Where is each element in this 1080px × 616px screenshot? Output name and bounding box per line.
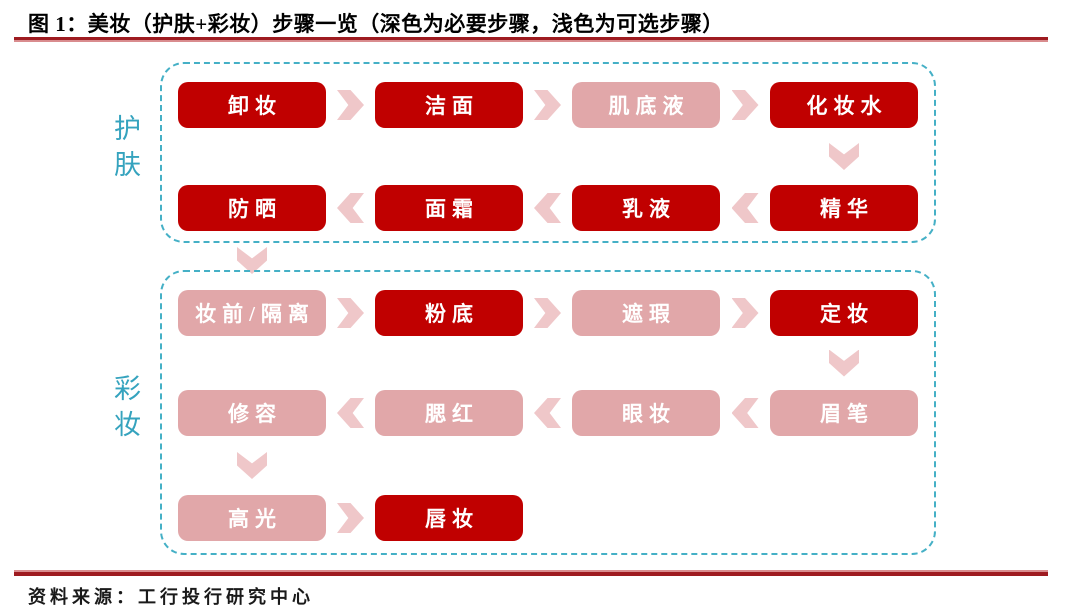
skincare-grid: 卸妆 洁面 肌底液 化妆水 防晒 面霜 乳液 精华 [178, 82, 934, 231]
arrow-left-icon [731, 398, 759, 428]
arrow-left-icon [337, 193, 364, 223]
arrow-right-icon [534, 298, 561, 328]
step-box: 眉笔 [770, 390, 918, 436]
step-box: 精华 [770, 185, 918, 231]
arrow-left-icon [534, 193, 561, 223]
source-text: 资料来源：工行投行研究中心 [28, 587, 314, 607]
step-box: 化妆水 [770, 82, 918, 128]
arrow-right-icon [731, 90, 759, 120]
step-box: 定妆 [770, 290, 918, 336]
step-box: 高光 [178, 495, 326, 541]
skincare-frame: 卸妆 洁面 肌底液 化妆水 防晒 面霜 乳液 精华 [160, 62, 936, 243]
arrow-left-icon [731, 193, 759, 223]
step-box: 卸妆 [178, 82, 326, 128]
figure-title: 图 1：美妆（护肤+彩妆）步骤一览（深色为必要步骤，浅色为可选步骤） [28, 12, 724, 36]
step-box: 乳液 [572, 185, 720, 231]
source-divider-dark-line [14, 572, 1048, 576]
arrow-right-icon [337, 503, 364, 533]
step-box: 粉底 [375, 290, 523, 336]
step-box: 肌底液 [572, 82, 720, 128]
section-label-makeup: 彩妆 [110, 374, 140, 446]
title-divider-dark-line [14, 37, 1048, 40]
step-box: 唇妆 [375, 495, 523, 541]
arrow-down-icon [829, 349, 859, 377]
step-box: 眼妆 [572, 390, 720, 436]
step-box: 遮瑕 [572, 290, 720, 336]
step-box: 防晒 [178, 185, 326, 231]
makeup-frame: 妆前/隔离 粉底 遮瑕 定妆 修容 腮红 眼妆 眉笔 高光 唇妆 [160, 270, 936, 555]
arrow-down-icon [829, 143, 859, 170]
title-divider-light-line [14, 40, 1048, 42]
step-box: 腮红 [375, 390, 523, 436]
source-divider [14, 570, 1048, 576]
title-divider [14, 37, 1048, 42]
arrow-left-icon [337, 398, 364, 428]
step-box: 修容 [178, 390, 326, 436]
step-box: 妆前/隔离 [178, 290, 326, 336]
step-box: 面霜 [375, 185, 523, 231]
arrow-down-icon [237, 452, 267, 479]
source-divider-light-line [14, 570, 1048, 572]
arrow-right-icon [337, 298, 364, 328]
makeup-grid: 妆前/隔离 粉底 遮瑕 定妆 修容 腮红 眼妆 眉笔 高光 唇妆 [178, 290, 934, 541]
arrow-right-icon [337, 90, 364, 120]
section-label-skincare: 护肤 [110, 114, 140, 186]
step-box: 洁面 [375, 82, 523, 128]
arrow-right-icon [731, 298, 759, 328]
arrow-left-icon [534, 398, 561, 428]
arrow-right-icon [534, 90, 561, 120]
